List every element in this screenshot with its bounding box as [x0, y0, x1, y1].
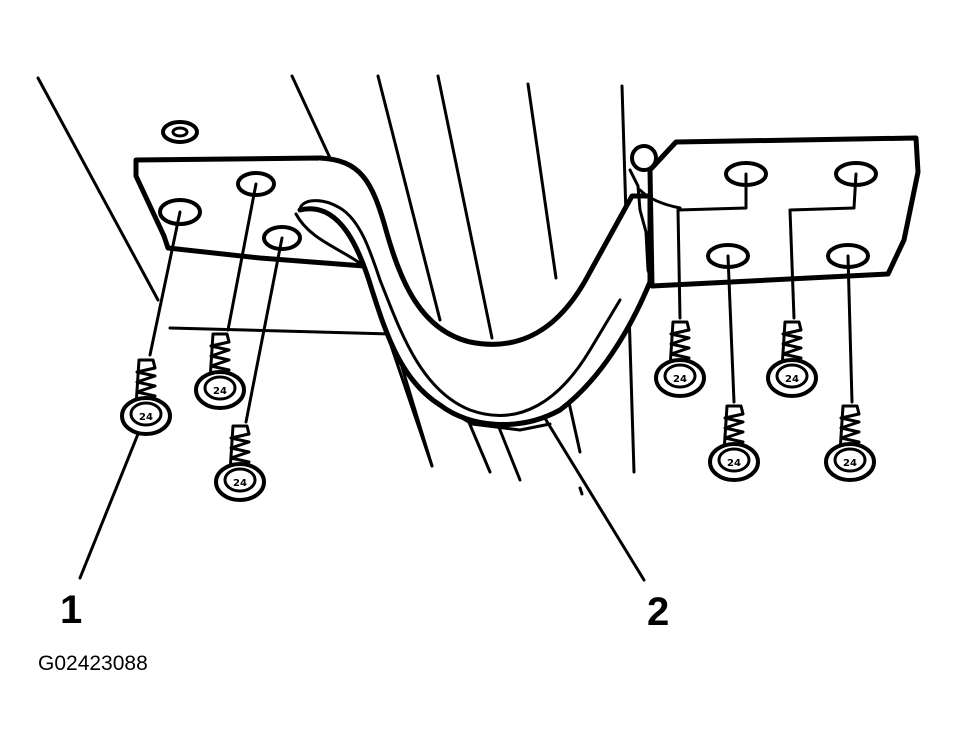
screw-marking: 24 — [673, 374, 687, 385]
screw-marking: 24 — [727, 458, 741, 469]
callout-1-label: 1 — [60, 588, 83, 632]
figure-code: G02423088 — [38, 652, 148, 675]
screw-marking: 24 — [139, 412, 153, 423]
body-panel-lines — [36, 74, 636, 496]
screw-alignment-lines — [148, 172, 858, 424]
screw-marking: 24 — [233, 478, 247, 489]
screw-marking: 24 — [213, 386, 227, 397]
bolt-holes-left — [158, 171, 302, 251]
leader-line-2 — [544, 418, 646, 582]
screw-marking: 24 — [843, 458, 857, 469]
screw-marking: 24 — [785, 374, 799, 385]
leader-line-1 — [78, 432, 140, 580]
hinge-bracket — [133, 135, 921, 432]
callout-2-label: 2 — [647, 590, 670, 634]
body-hole-marker — [161, 120, 199, 144]
